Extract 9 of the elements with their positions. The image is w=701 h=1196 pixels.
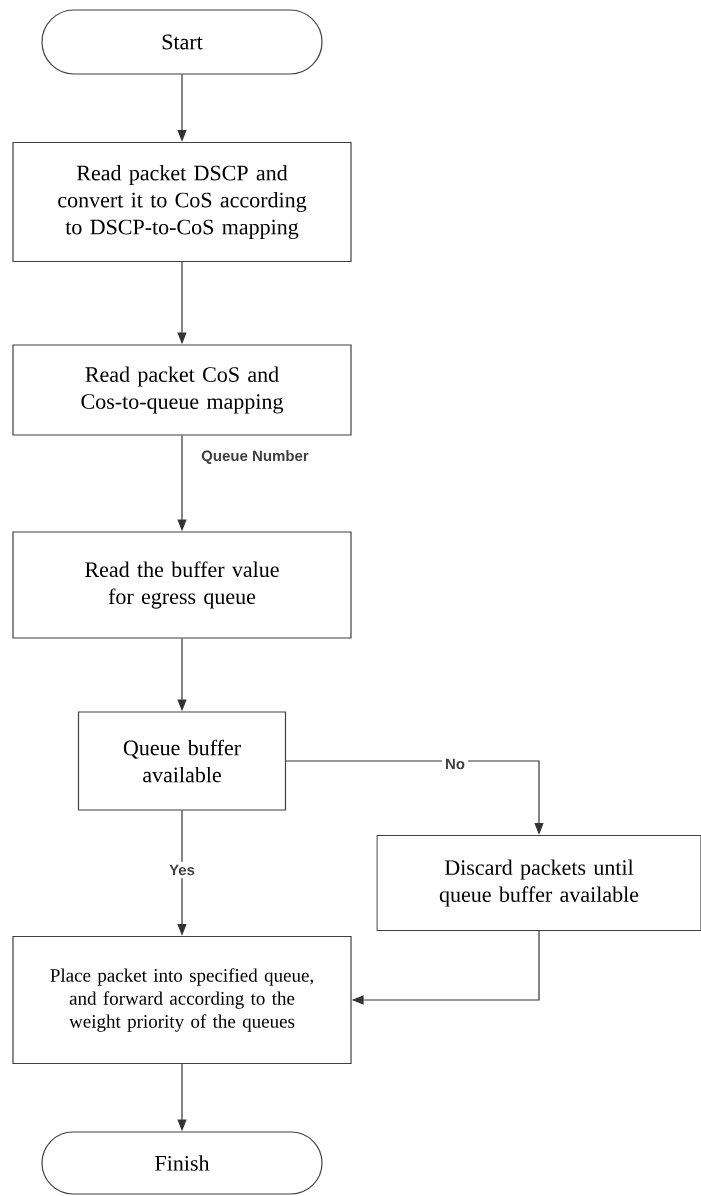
edge-label: Yes xyxy=(166,861,198,879)
process-box: Read packet DSCP and convert it to CoS according to DSCP-to-CoS mapping xyxy=(12,141,352,263)
process-box: Read packet CoS and Cos-to-queue mapping xyxy=(12,344,352,436)
process-box: Queue buffer available xyxy=(77,711,287,811)
process-box: Read the buffer value for egress queue xyxy=(12,531,352,639)
process-box: Discard packets until queue buffer available xyxy=(376,834,701,932)
edge-label: No xyxy=(442,755,468,773)
process-box: Place packet into specified queue, and forward according to the weight priority of the queues xyxy=(12,935,352,1065)
edge-label: Queue Number xyxy=(201,450,309,464)
